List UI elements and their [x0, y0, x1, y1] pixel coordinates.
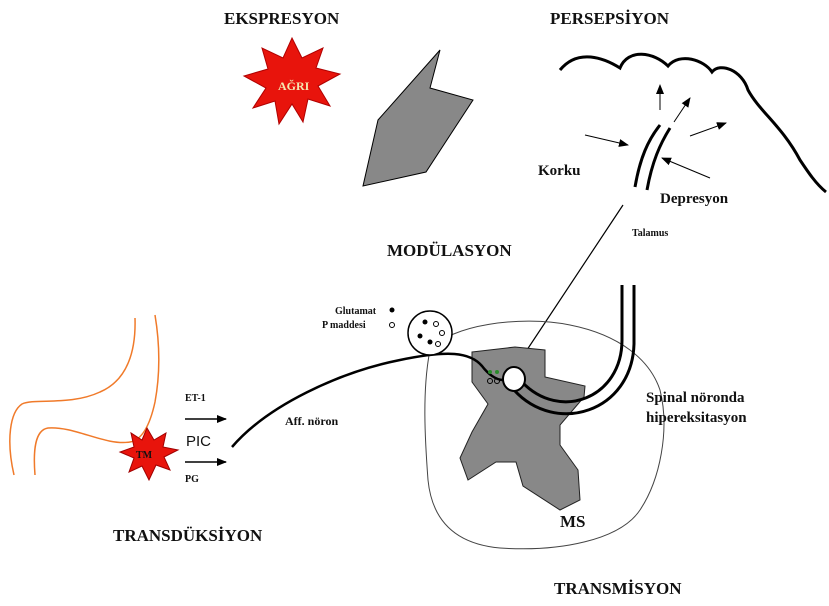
- substance-p-label: P maddesi: [322, 320, 366, 331]
- fear-label: Korku: [538, 163, 581, 179]
- upward-arrow-2: [674, 98, 690, 122]
- thalamus-label: Talamus: [632, 228, 668, 239]
- dorsal-horn-neuron: [503, 367, 525, 391]
- pic-label: PIC: [186, 433, 211, 450]
- pain-star-label: AĞRI: [278, 79, 310, 93]
- expression-title: EKSPRESYON: [224, 9, 340, 28]
- fear-arrow: [585, 135, 628, 145]
- spinal-hyperexcitation-line1: Spinal nöronda: [646, 390, 745, 406]
- glutamate-dot: [390, 308, 395, 313]
- transmission-title: TRANSMİSYON: [554, 579, 682, 598]
- perception-title: PERSEPSİYON: [550, 9, 670, 28]
- afferent-neuron-label: Aff. nöron: [285, 414, 338, 428]
- spinal-hyperexcitation-line2: hipereksitasyon: [646, 410, 747, 426]
- tissue-outline-outer: [10, 318, 135, 475]
- transduction-title: TRANSDÜKSİYON: [113, 526, 263, 545]
- glutamate-label: Glutamat: [335, 306, 377, 317]
- spinal-cord-label: MS: [560, 512, 586, 531]
- depression-arrow: [662, 158, 710, 178]
- modulation-block: [363, 50, 473, 186]
- afferent-neuron-path: [232, 354, 503, 447]
- upward-arrow-3: [690, 123, 726, 136]
- pg-label: PG: [185, 474, 199, 485]
- tumor-label: TM: [136, 450, 153, 461]
- synaptic-vesicle: [408, 311, 452, 355]
- modulation-title: MODÜLASYON: [387, 241, 512, 260]
- et1-label: ET-1: [185, 393, 206, 404]
- depression-label: Depresyon: [660, 191, 729, 207]
- substance-p-dot: [390, 323, 395, 328]
- descending-arrow: [515, 205, 623, 368]
